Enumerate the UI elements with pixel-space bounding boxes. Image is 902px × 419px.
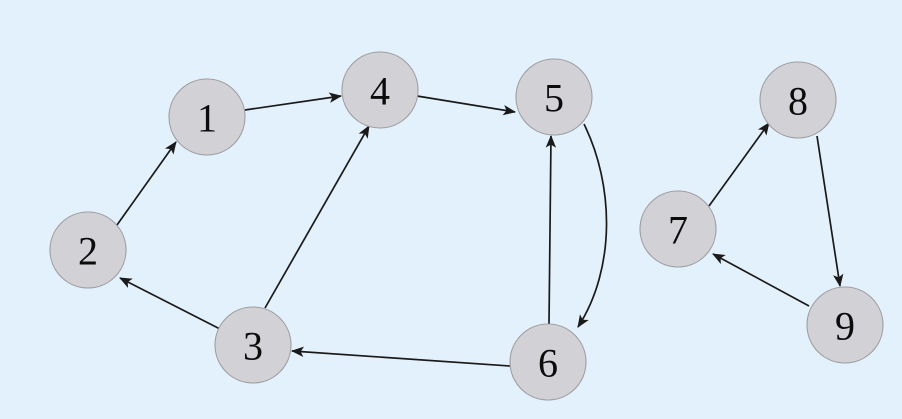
edge-5-to-6 — [577, 123, 608, 328]
node-circle-3[interactable] — [214, 306, 292, 384]
graph-node-3[interactable]: 3 — [214, 306, 292, 384]
graph-node-2[interactable]: 2 — [49, 211, 127, 289]
edge-4-to-5 — [416, 95, 517, 116]
node-label-9: 9 — [835, 304, 855, 349]
node-circle-2[interactable] — [49, 211, 127, 289]
edge-3-to-4 — [264, 125, 370, 309]
graph-node-4[interactable]: 4 — [341, 51, 419, 129]
node-label-5: 5 — [544, 76, 564, 121]
node-circle-4[interactable] — [341, 51, 419, 129]
graph-node-6[interactable]: 6 — [509, 323, 587, 401]
node-circle-9[interactable] — [806, 286, 884, 364]
node-label-7: 7 — [668, 208, 688, 253]
node-circle-6[interactable] — [509, 323, 587, 401]
edge-1-to-4 — [244, 92, 343, 111]
node-label-1: 1 — [197, 96, 217, 141]
node-label-4: 4 — [370, 69, 390, 114]
node-label-6: 6 — [538, 341, 558, 386]
edge-2-to-1 — [116, 141, 177, 226]
node-label-8: 8 — [788, 79, 808, 124]
edge-7-to-8 — [708, 122, 770, 207]
edge-9-to-7 — [712, 253, 810, 307]
graph-node-9[interactable]: 9 — [806, 286, 884, 364]
edge-6-to-5 — [545, 134, 557, 325]
node-circle-7[interactable] — [639, 190, 717, 268]
graph-node-7[interactable]: 7 — [639, 190, 717, 268]
graph-node-1[interactable]: 1 — [168, 78, 246, 156]
edge-6-to-3 — [290, 346, 511, 367]
graph-node-5[interactable]: 5 — [515, 58, 593, 136]
edge-3-to-2 — [119, 277, 221, 330]
edges-layer — [116, 92, 844, 367]
node-label-3: 3 — [243, 324, 263, 369]
node-label-2: 2 — [78, 229, 98, 274]
graph-node-8[interactable]: 8 — [759, 61, 837, 139]
node-circle-1[interactable] — [168, 78, 246, 156]
node-circle-8[interactable] — [759, 61, 837, 139]
node-circle-5[interactable] — [515, 58, 593, 136]
edge-8-to-9 — [816, 135, 844, 288]
nodes-layer: 1 2 3 4 5 6 7 8 9 — [49, 51, 884, 401]
